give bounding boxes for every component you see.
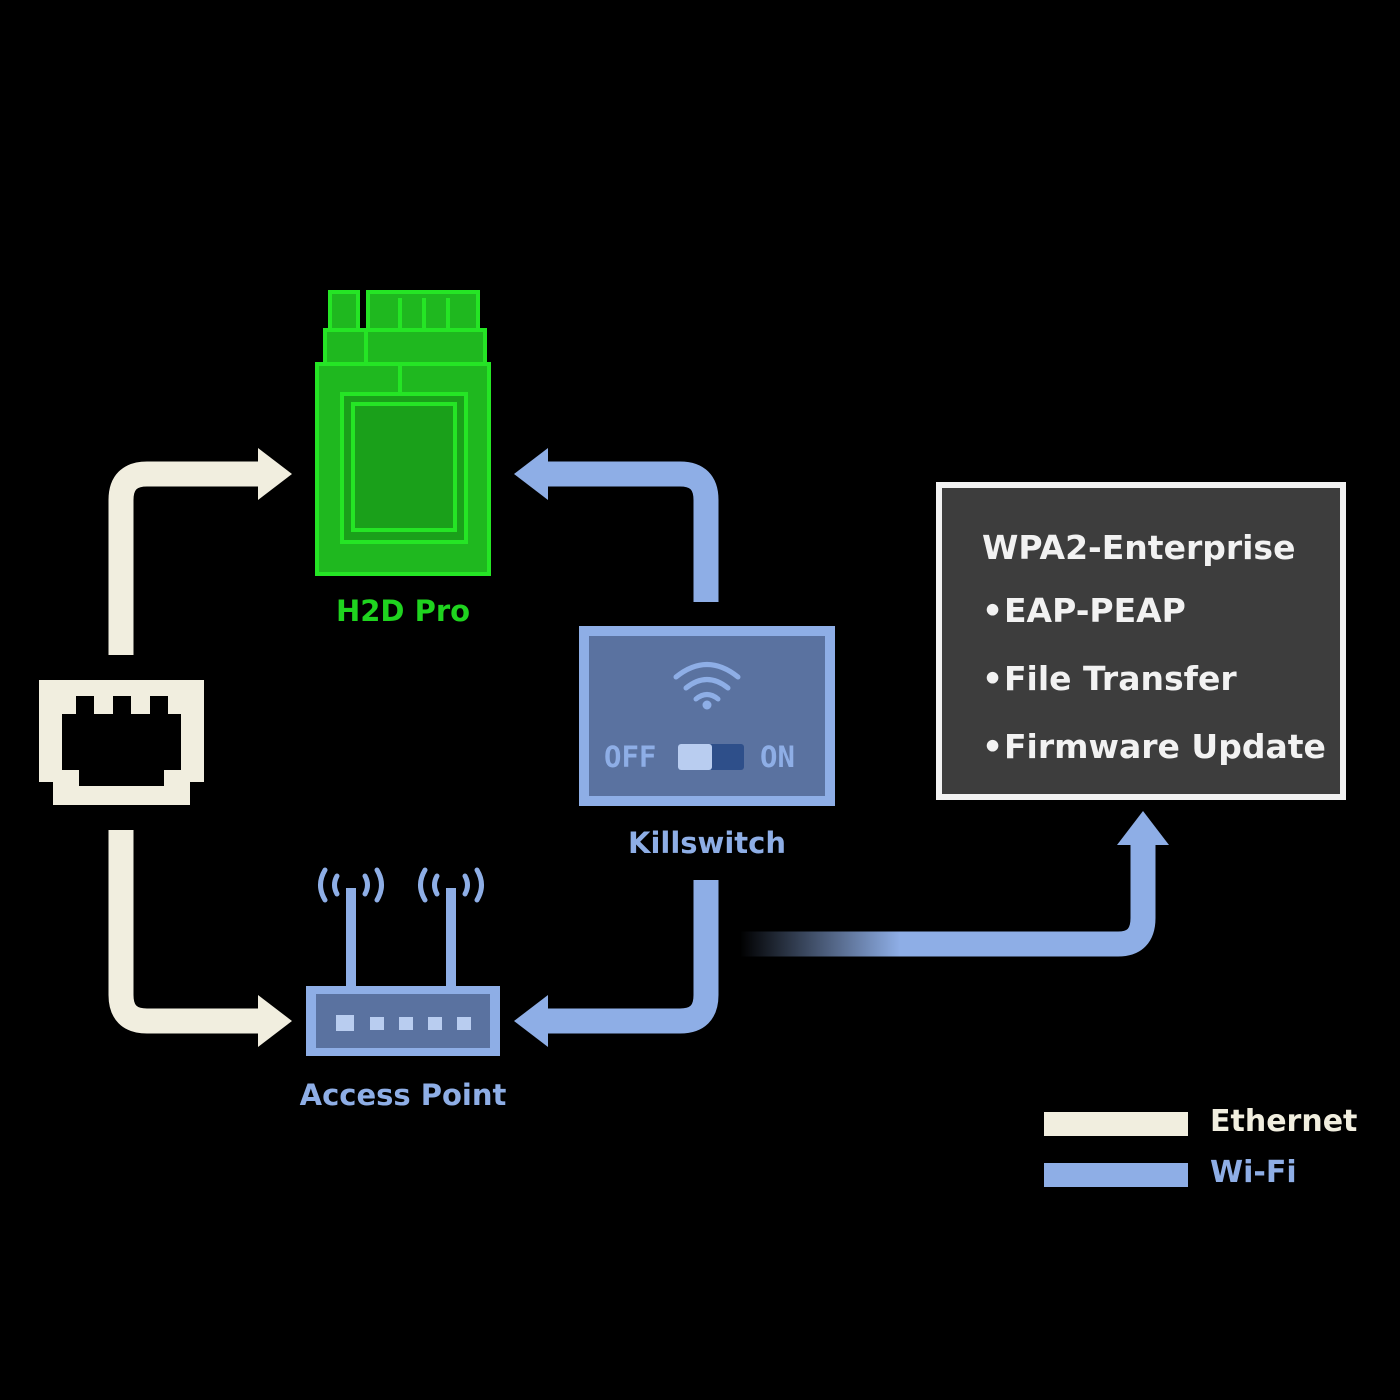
info-box-title: WPA2-Enterprise [982,528,1296,567]
wifi-arrow-printer [514,448,548,500]
toggle-off-label: OFF [604,740,657,774]
bullet-icon: • [982,727,1004,766]
ethernet-links [108,448,292,1047]
bullet-icon: • [982,591,1004,630]
wifi-arrow-access-point [514,995,548,1047]
legend-label-ethernet: Ethernet [1210,1104,1358,1139]
list-item: •Firmware Update [982,728,1326,796]
list-item: •EAP-PEAP [982,592,1326,660]
antenna-signal-icon [318,867,484,903]
wifi-link-to-printer [545,461,719,602]
router-icon [306,867,500,1056]
legend-swatch-ethernet [1044,1112,1188,1136]
wifi-icon [673,662,741,710]
wifi-link-to-access-point [545,880,719,1034]
list-item-text: File Transfer [1004,659,1237,698]
list-item-text: EAP-PEAP [1004,591,1186,630]
legend-swatch-wifi [1044,1163,1188,1187]
access-point-label: Access Point [299,1078,507,1112]
list-item: •File Transfer [982,660,1326,728]
legend-item-wifi: Wi-Fi [1044,1155,1374,1190]
wifi-links [514,448,1169,1047]
info-box-list: •EAP-PEAP •File Transfer •Firmware Updat… [982,592,1326,796]
printer-icon [315,290,491,576]
killswitch-panel [579,626,835,806]
legend-label-wifi: Wi-Fi [1210,1155,1297,1190]
toggle-on-label: ON [760,740,795,774]
legend-item-ethernet: Ethernet [1044,1104,1374,1139]
wifi-link-to-info-box [740,842,1156,957]
ethernet-link-to-access-point [108,830,265,1034]
printer-label: H2D Pro [335,594,471,628]
ethernet-arrow-printer [258,448,292,500]
toggle-switch [678,744,744,770]
info-box: WPA2-Enterprise •EAP-PEAP •File Transfer… [936,482,1346,800]
killswitch-label: Killswitch [628,826,786,860]
ethernet-link-to-printer [108,461,265,655]
ethernet-port-icon [39,680,204,805]
ethernet-arrow-access-point [258,995,292,1047]
list-item-text: Firmware Update [1004,727,1326,766]
bullet-icon: • [982,659,1004,698]
wifi-arrow-info-box [1117,811,1169,845]
